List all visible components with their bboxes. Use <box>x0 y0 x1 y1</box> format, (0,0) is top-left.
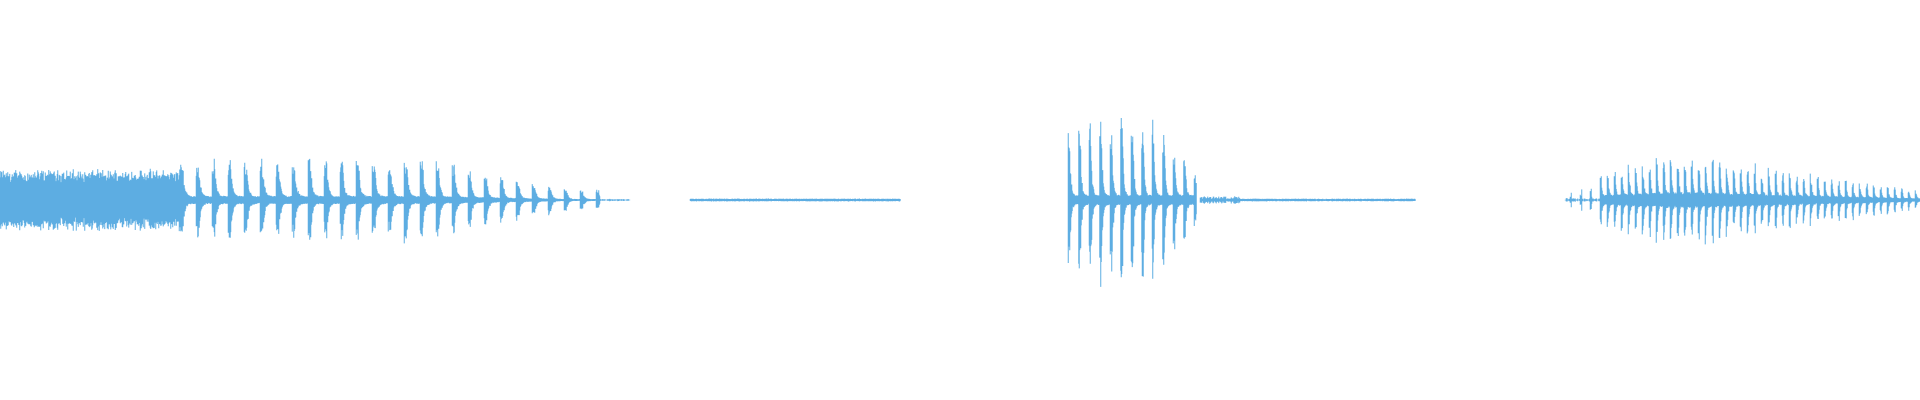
waveform-trace <box>0 118 1920 287</box>
